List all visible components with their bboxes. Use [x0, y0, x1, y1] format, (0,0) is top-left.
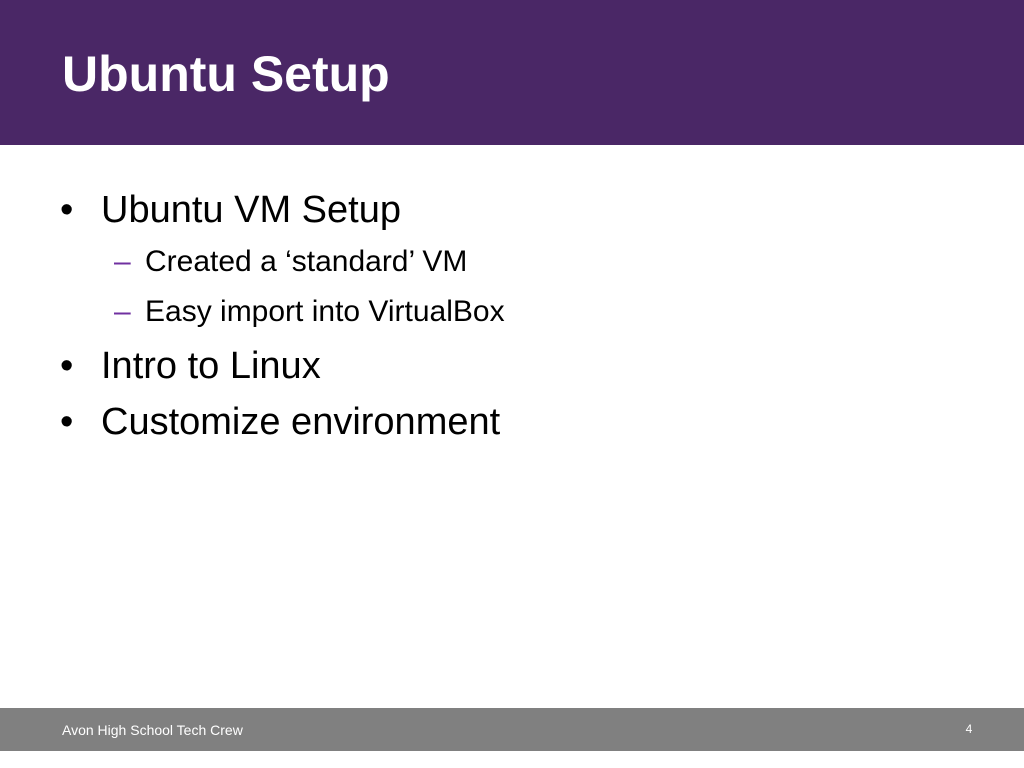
sub-bullet-text: Easy import into VirtualBox: [145, 295, 505, 328]
page-number: 4: [965, 722, 973, 736]
slide-content: • Ubuntu VM Setup – Created a ‘standard’…: [60, 189, 505, 443]
sub-bullet-text: Created a ‘standard’ VM: [145, 245, 468, 278]
sub-bullet-marker: –: [114, 295, 131, 328]
bullet-text: Customize environment: [101, 401, 501, 443]
bullet-marker: •: [60, 345, 74, 387]
footer-bar: Avon High School Tech Crew 4: [0, 708, 1024, 751]
slide-title: Ubuntu Setup: [62, 46, 390, 102]
footer-text: Avon High School Tech Crew: [62, 722, 243, 738]
bullet-marker: •: [60, 401, 74, 443]
bullet-text: Ubuntu VM Setup: [101, 189, 401, 231]
bullet-text: Intro to Linux: [101, 345, 321, 387]
bullet-marker: •: [60, 189, 74, 231]
title-bar: Ubuntu Setup: [0, 0, 1024, 145]
sub-bullet-marker: –: [114, 245, 131, 278]
